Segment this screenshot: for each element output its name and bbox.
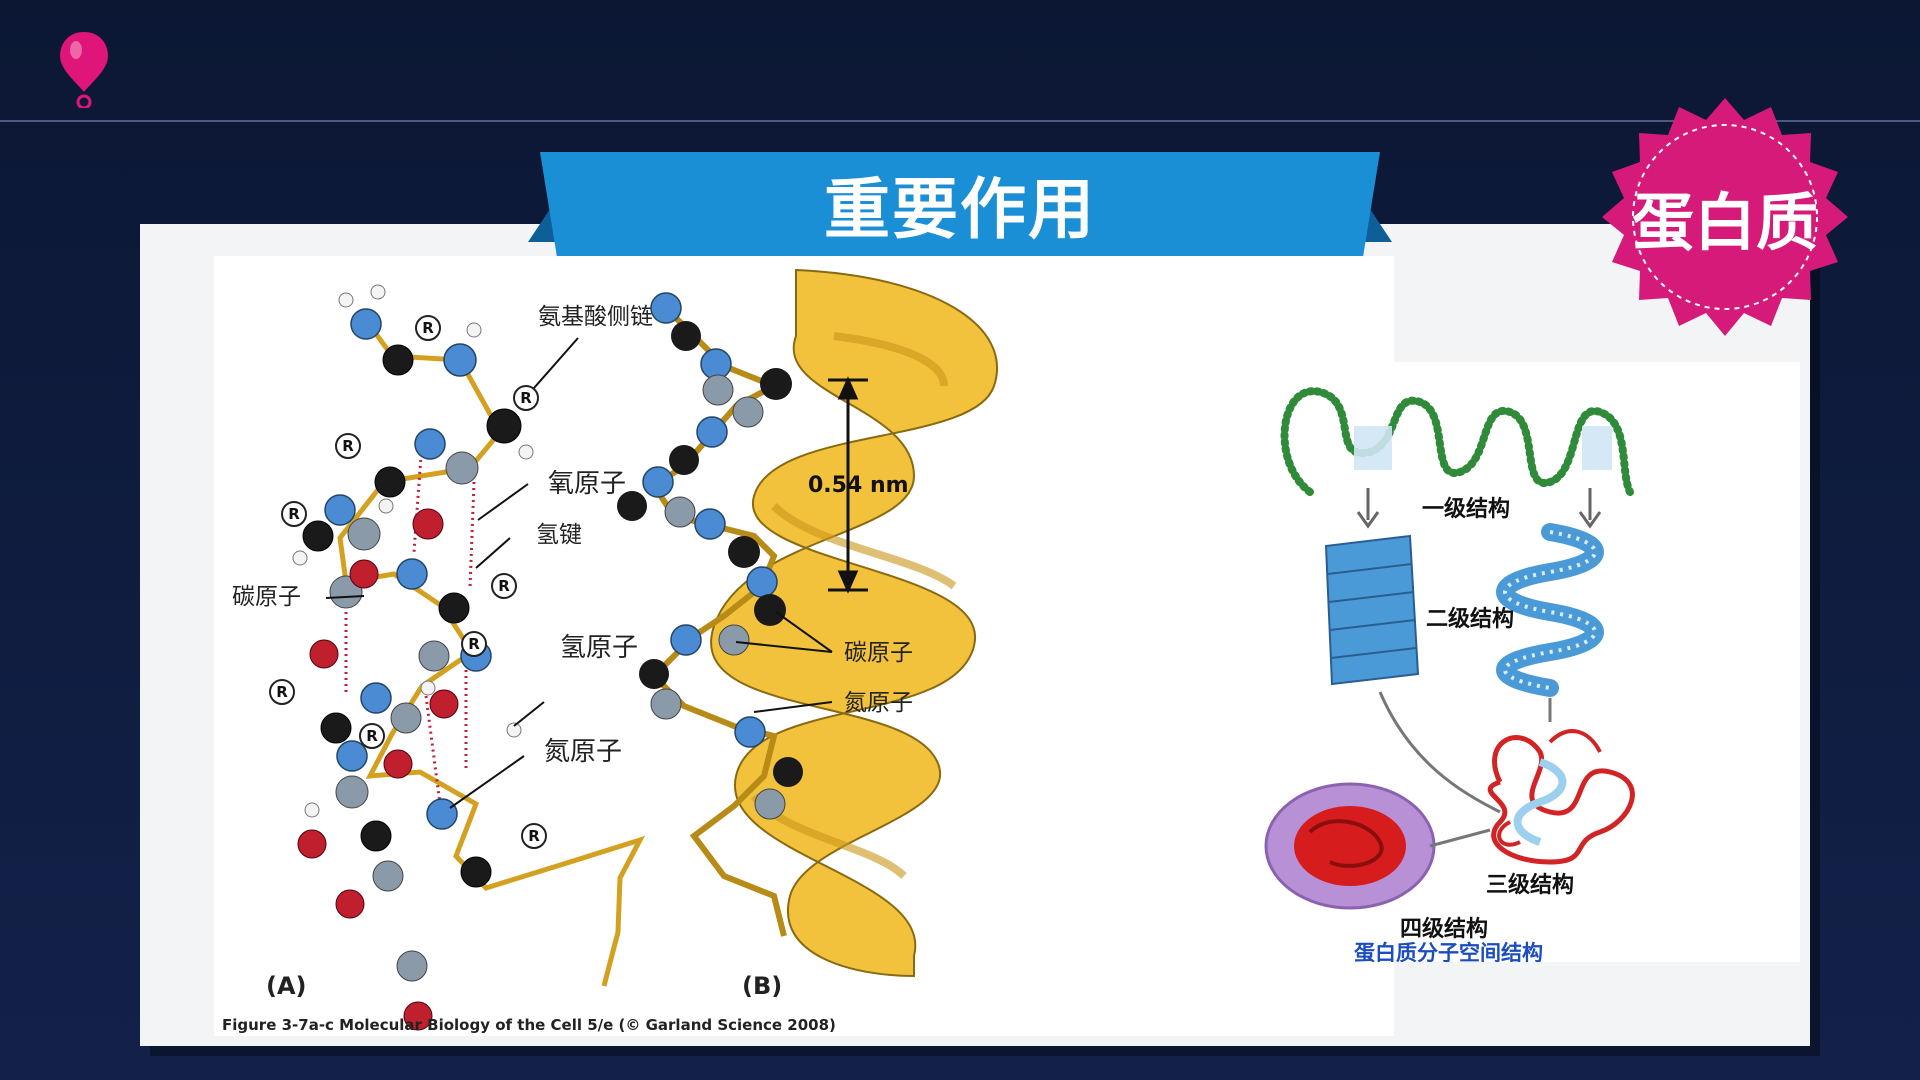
quaternary-structure <box>1264 782 1491 910</box>
label-secondary: 二级结构 <box>1426 606 1514 632</box>
label-carbon-b: 碳原子 <box>844 640 913 666</box>
part-label-a: (A) <box>266 972 307 1000</box>
r-group-label: R <box>342 437 354 455</box>
protein-levels-illustration: 一级结构 二级结构 三级结构 <box>1264 387 1635 965</box>
label-hbond: 氢键 <box>536 522 582 548</box>
r-group-label: R <box>276 683 288 701</box>
protein-structure-figure: 一级结构 二级结构 三级结构 <box>1250 362 1800 965</box>
figure-caption: Figure 3-7a-c Molecular Biology of the C… <box>222 1016 836 1034</box>
location-pin-icon <box>60 32 108 108</box>
pitch-label: 0.54 nm <box>808 473 909 498</box>
r-group-label: R <box>288 505 300 523</box>
alpha-helix-figure: R R R R R R R R R 氨基酸侧链 <box>214 256 1394 1036</box>
label-side-chain: 氨基酸侧链 <box>538 304 653 330</box>
r-group-label: R <box>520 389 532 407</box>
helix-ribbon-model: 0.54 nm 碳原子 氮原子 (B) <box>617 268 999 1000</box>
part-label-b: (B) <box>742 972 782 1000</box>
badge-seal-icon <box>1602 98 1848 336</box>
r-group-label: R <box>498 577 510 595</box>
label-hydrogen-a: 氢原子 <box>560 633 638 663</box>
atoms: R R R R R R R R R <box>269 284 547 1031</box>
beta-sheet <box>1324 534 1420 686</box>
header-divider <box>0 120 1920 122</box>
primary-chain <box>1280 387 1634 496</box>
label-tertiary: 三级结构 <box>1486 872 1574 898</box>
badge-label: 蛋白质 <box>1631 186 1818 259</box>
helix-ball-stick-model: R R R R R R R R R 氨基酸侧链 <box>232 284 653 1031</box>
r-group-label: R <box>468 635 480 653</box>
label-quaternary: 四级结构 <box>1400 916 1488 942</box>
label-primary: 一级结构 <box>1422 496 1510 522</box>
slide-title: 重要作用 <box>824 171 1096 248</box>
label-carbon-a: 碳原子 <box>232 584 301 610</box>
alpha-helix-small <box>1496 523 1604 697</box>
label-oxygen-a: 氧原子 <box>548 469 626 499</box>
r-group-label: R <box>528 827 540 845</box>
title-ribbon: 重要作用 <box>540 152 1380 256</box>
tertiary-structure <box>1487 729 1635 865</box>
alpha-helix-illustration: R R R R R R R R R 氨基酸侧链 <box>222 268 999 1034</box>
label-nitrogen-b: 氮原子 <box>844 690 913 716</box>
r-group-label: R <box>366 727 378 745</box>
figure-c-title: 蛋白质分子空间结构 <box>1354 941 1543 962</box>
r-group-label: R <box>422 319 434 337</box>
label-nitrogen-a: 氮原子 <box>544 737 622 767</box>
